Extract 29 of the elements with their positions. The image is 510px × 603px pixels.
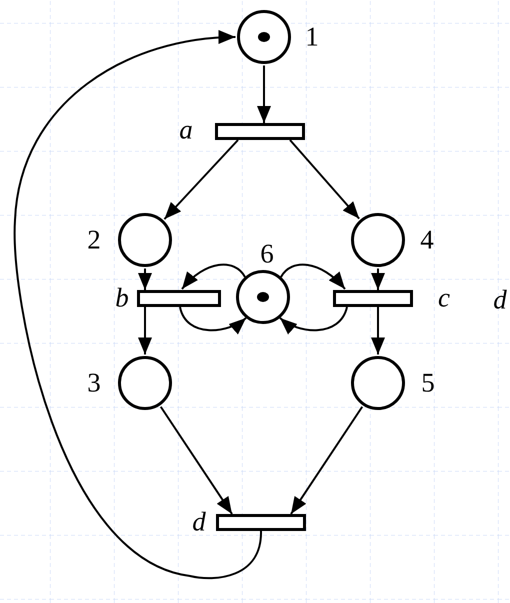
transition-bar: [137, 290, 221, 307]
place-label: 2: [87, 226, 101, 254]
arc-arrow: [280, 264, 346, 290]
transition-label: d: [192, 508, 206, 536]
arc-arrow: [371, 268, 385, 290]
arc-arrow: [279, 306, 348, 334]
arc-arrow: [179, 306, 247, 334]
transition-bar: [215, 123, 305, 140]
place-label: 5: [421, 370, 435, 396]
arc-arrow: [160, 406, 233, 515]
arc-arrow: [164, 139, 239, 220]
arc-arrow: [14, 30, 262, 580]
arc-arrow: [138, 307, 152, 354]
transition-label: b: [115, 284, 129, 312]
place-label: 3: [87, 370, 101, 396]
arc-arrow: [371, 307, 385, 354]
place-label: 6: [260, 240, 274, 268]
arc-arrow: [290, 406, 364, 515]
transition-label: c: [438, 284, 450, 312]
transition-bar: [216, 514, 306, 531]
place-label: 1: [305, 24, 319, 50]
transition-bar: [333, 290, 413, 307]
arc-arrow: [138, 268, 152, 290]
arc-arrow: [289, 139, 360, 220]
transition-label: d: [493, 286, 507, 314]
arc-arrow: [181, 264, 246, 290]
transition-label: a: [179, 116, 193, 144]
place-label: 4: [420, 226, 434, 254]
arc-arrow: [257, 66, 271, 123]
